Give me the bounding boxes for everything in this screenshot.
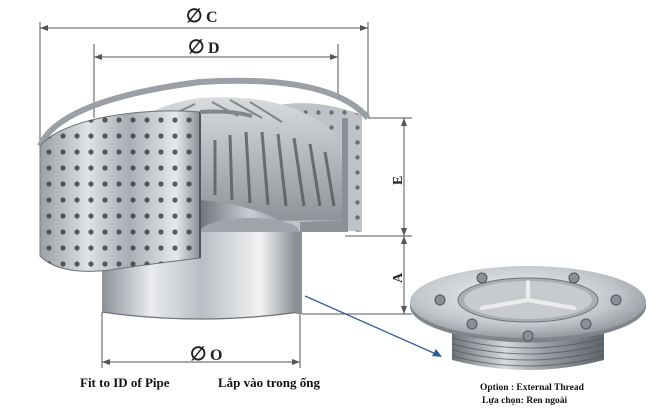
dim-d-symbol: ∅ [188,37,205,58]
dim-a-label: A [391,272,406,283]
leader-arrow [304,295,442,357]
dim-e-label: E [391,176,406,185]
caption-fit-english: Fit to ID of Pipe [80,375,170,390]
dome-slots [213,131,336,207]
dim-c-symbol: ∅ [186,6,203,27]
external-thread-option-illustration [410,266,646,370]
drain-cutaway-illustration [37,77,371,320]
dimension-lines [39,22,412,368]
spoke-insert [480,280,576,310]
caption-option-vietnamese: Lựa chọn: Ren ngoài [482,396,568,406]
flange-bolts [434,272,622,342]
dim-d-label: D [208,40,220,57]
dim-o-label: O [210,347,222,364]
dimension-arrows [40,25,407,365]
dim-c-label: C [206,9,218,26]
caption-fit-vietnamese: Lắp vào trong ống [218,375,320,390]
dim-o-symbol: ∅ [190,344,207,365]
caption-option-english: Option : External Thread [480,383,584,393]
